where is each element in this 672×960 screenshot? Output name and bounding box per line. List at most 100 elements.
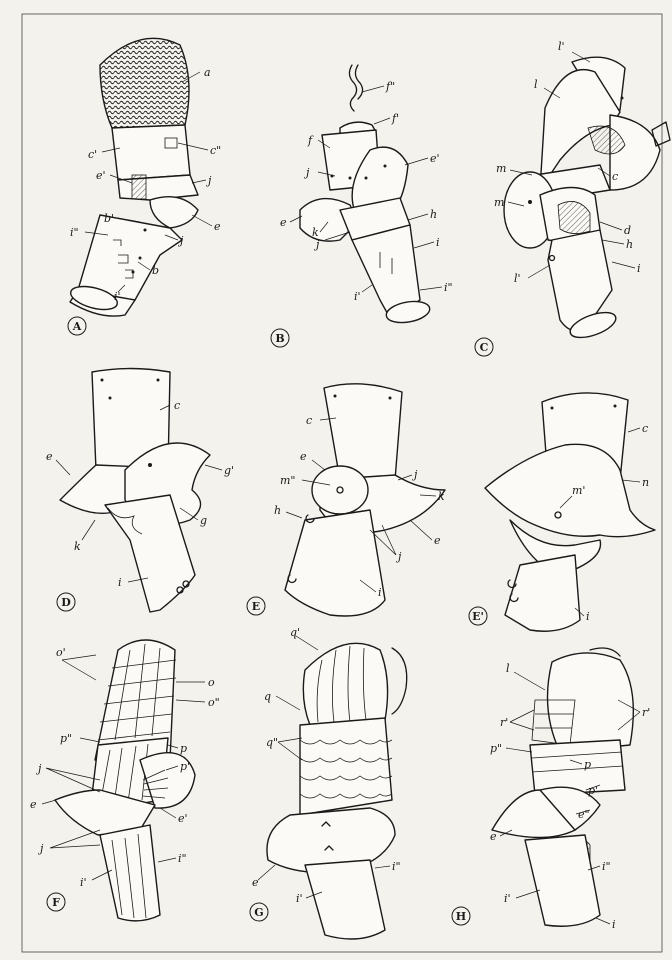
label: k bbox=[312, 226, 319, 239]
label: e bbox=[280, 216, 287, 229]
label: j bbox=[35, 762, 42, 775]
label: i' bbox=[296, 892, 303, 905]
label: o' bbox=[56, 646, 66, 659]
figure-e: c e j m" k h j e i E bbox=[246, 383, 446, 617]
label: l' bbox=[514, 272, 521, 285]
figure-caption: G bbox=[254, 906, 263, 919]
label: l bbox=[534, 78, 538, 91]
figure-caption: B bbox=[275, 332, 284, 345]
figure-h: l r' r' p" p p' e" e i" i' i H bbox=[451, 647, 650, 931]
label: k bbox=[74, 540, 81, 553]
label: h bbox=[626, 238, 633, 251]
label: e bbox=[214, 220, 221, 233]
label: j bbox=[395, 550, 402, 563]
label: i bbox=[637, 262, 641, 275]
label: h bbox=[274, 504, 281, 517]
figure-caption: E bbox=[252, 600, 260, 613]
label: g' bbox=[224, 464, 234, 477]
label: e' bbox=[96, 169, 106, 182]
figure-caption: H bbox=[456, 910, 466, 923]
label: e' bbox=[178, 812, 188, 825]
label: e bbox=[300, 450, 307, 463]
label: a bbox=[204, 66, 211, 79]
label: c bbox=[642, 422, 648, 435]
figure-a: a c' c" e' j b' e i" j b i' A bbox=[67, 37, 221, 336]
label: i" bbox=[444, 281, 453, 294]
label: p bbox=[180, 742, 187, 755]
label: o" bbox=[208, 696, 220, 709]
label: l bbox=[506, 662, 510, 675]
figure-c: l' l m m c d h i l' C bbox=[474, 40, 671, 357]
label: e' bbox=[430, 152, 440, 165]
label: m bbox=[494, 196, 504, 209]
label: i' bbox=[504, 892, 511, 905]
label: f' bbox=[391, 112, 399, 125]
label: i bbox=[586, 610, 590, 623]
label: j bbox=[177, 234, 184, 247]
label: d bbox=[624, 224, 631, 237]
label: j bbox=[313, 238, 320, 251]
figure-caption: C bbox=[480, 341, 489, 354]
label: q' bbox=[290, 626, 300, 639]
label: c bbox=[174, 399, 180, 412]
label: j bbox=[411, 468, 418, 481]
label: r' bbox=[500, 716, 508, 729]
label: j bbox=[303, 166, 310, 179]
label: p" bbox=[490, 742, 502, 755]
label: p' bbox=[180, 760, 190, 773]
label: k bbox=[438, 490, 445, 503]
label: i' bbox=[80, 876, 87, 889]
label: i bbox=[612, 918, 616, 931]
label: i' bbox=[114, 290, 121, 303]
figure-e-prime: c n m' i E' bbox=[468, 392, 656, 632]
figure-g: q' q q" e i" i' G bbox=[249, 626, 408, 940]
plate-border bbox=[21, 13, 663, 953]
label: e" bbox=[578, 808, 590, 821]
label: c" bbox=[210, 144, 221, 157]
label: i" bbox=[392, 860, 401, 873]
label: b' bbox=[104, 212, 114, 225]
label: e bbox=[490, 830, 497, 843]
label: e bbox=[46, 450, 53, 463]
label: f" bbox=[385, 80, 395, 93]
figure-d: c e g' k g i D bbox=[46, 367, 234, 613]
label: i' bbox=[354, 290, 361, 303]
figure-caption: D bbox=[61, 596, 71, 609]
label: h bbox=[430, 208, 437, 221]
label: c' bbox=[88, 148, 97, 161]
label: j bbox=[37, 842, 44, 855]
label: l' bbox=[558, 40, 565, 53]
label: p" bbox=[60, 732, 72, 745]
label: e bbox=[252, 876, 259, 889]
label: c bbox=[612, 170, 618, 183]
label: i bbox=[436, 236, 440, 249]
figure-caption: A bbox=[72, 320, 82, 333]
label: m' bbox=[572, 484, 585, 497]
label: i" bbox=[602, 860, 611, 873]
label: g bbox=[200, 514, 207, 527]
label: m bbox=[496, 162, 506, 175]
label: r' bbox=[642, 706, 650, 719]
figure-f: o' o o" p" p p' j e e' j i" i' F bbox=[30, 639, 220, 922]
label: o bbox=[208, 676, 215, 689]
label: i" bbox=[70, 226, 79, 239]
figure-caption: F bbox=[52, 896, 60, 909]
label: m" bbox=[280, 474, 296, 487]
label: b bbox=[152, 264, 159, 277]
label: e bbox=[30, 798, 37, 811]
label: c bbox=[306, 414, 312, 427]
label: i bbox=[378, 586, 382, 599]
label: p bbox=[584, 758, 591, 771]
label: e bbox=[434, 534, 441, 547]
label: j bbox=[205, 174, 212, 187]
figure-b: f" f' f e' j e k j h i i' i" B bbox=[270, 64, 453, 348]
label: f bbox=[307, 134, 314, 147]
label: p' bbox=[588, 784, 598, 797]
label: i bbox=[118, 576, 122, 589]
label: q bbox=[264, 690, 271, 703]
label: q" bbox=[266, 736, 278, 749]
label: i" bbox=[178, 852, 187, 865]
label: n bbox=[642, 476, 649, 489]
figure-caption: E' bbox=[472, 610, 484, 623]
